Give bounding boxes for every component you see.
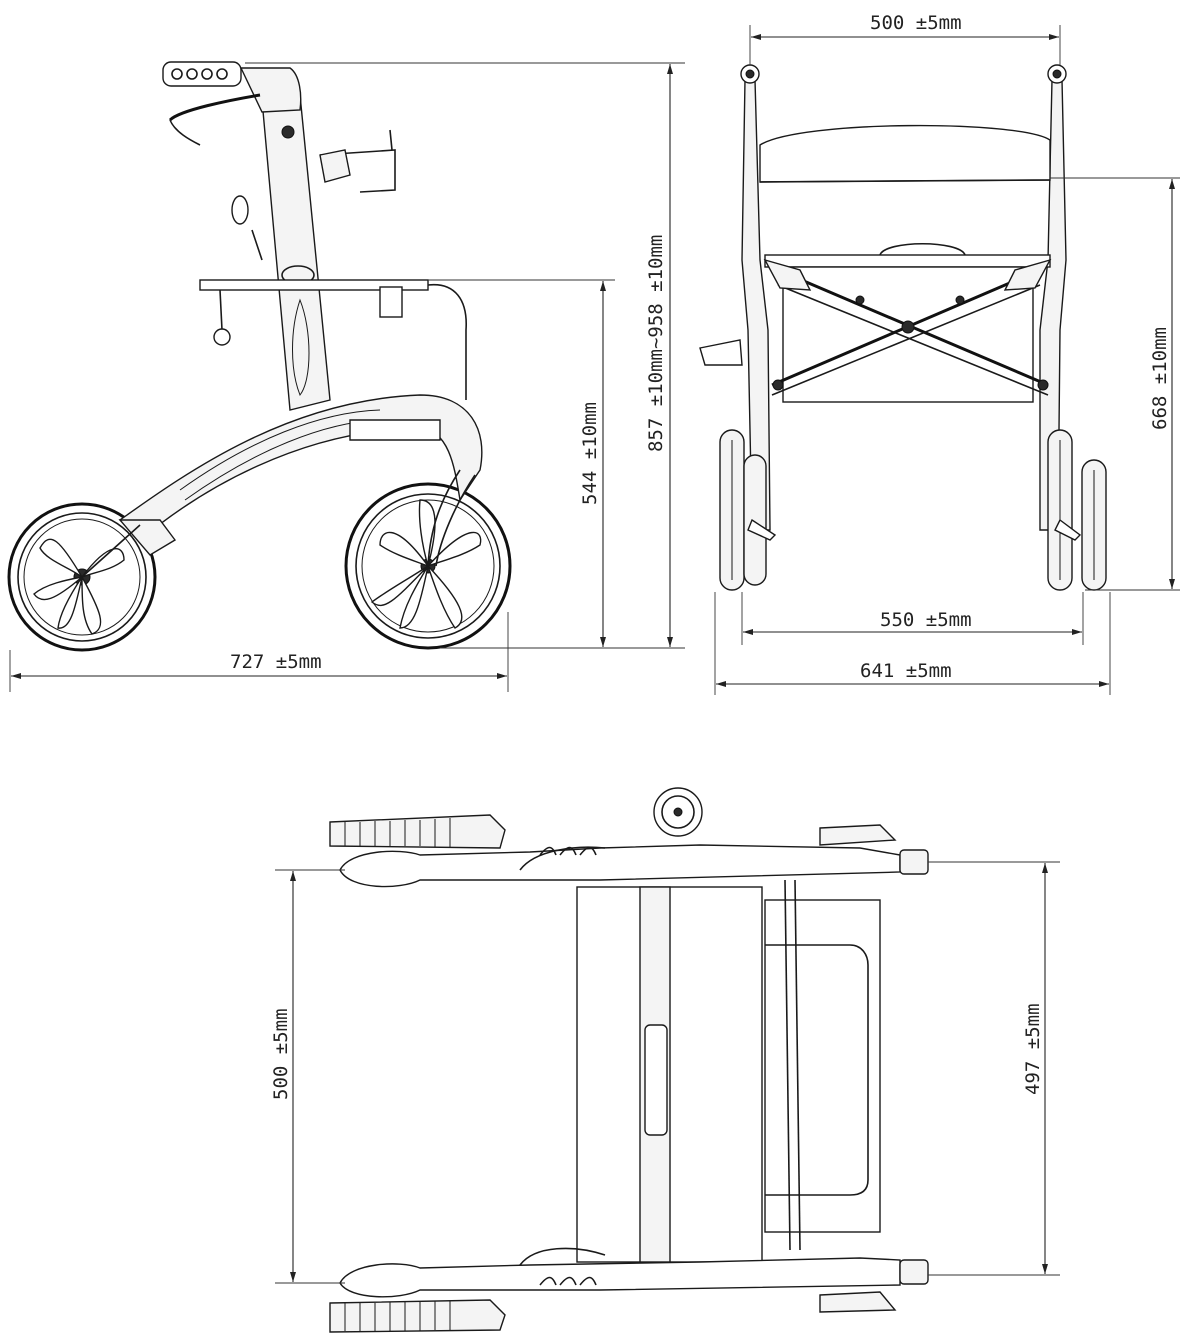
dim-top-folded-depth: 497 ±5mm bbox=[1022, 1003, 1044, 1095]
dim-front-handle-spacing: 500 ±5mm bbox=[870, 12, 962, 34]
front-view bbox=[699, 64, 1107, 591]
dim-front-seat-height: 668 ±10mm bbox=[1149, 327, 1171, 430]
side-rear-wheel bbox=[7, 502, 157, 652]
dim-side-seat-height: 544 ±10mm bbox=[579, 402, 601, 505]
top-view bbox=[329, 787, 929, 1333]
dim-top-folded-length: 500 ±5mm bbox=[270, 1008, 292, 1100]
dim-front-inner-wheel-width: 550 ±5mm bbox=[880, 609, 972, 631]
side-front-wheel bbox=[344, 482, 512, 650]
front-view-dimensions: 500 ±5mm 550 ±5mm 641 ±5mm 668 ±10mm bbox=[714, 12, 1180, 695]
dim-side-handle-height: 857 ±10mm~958 ±10mm bbox=[645, 235, 667, 452]
dim-side-overall-length: 727 ±5mm bbox=[230, 651, 322, 673]
side-view-dimensions: 727 ±5mm 544 ±10mm 857 ±10mm~958 ±10mm bbox=[9, 62, 685, 692]
top-view-dimensions: 500 ±5mm 497 ±5mm bbox=[270, 861, 1060, 1284]
dim-front-overall-width: 641 ±5mm bbox=[860, 660, 952, 682]
side-view bbox=[7, 61, 512, 652]
